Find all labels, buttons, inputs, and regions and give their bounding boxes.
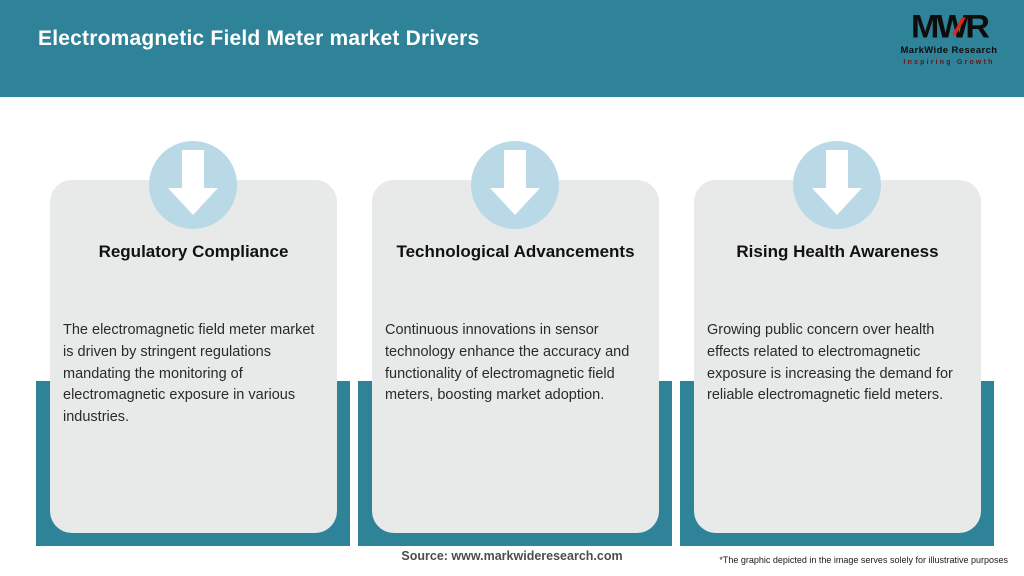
logo-monogram: MWR (911, 8, 990, 46)
driver-column-rising-health-awareness: Rising Health Awareness Growing public c… (680, 141, 994, 546)
card-description: Growing public concern over health effec… (707, 322, 953, 404)
down-arrow-icon (168, 150, 218, 215)
driver-card: Rising Health Awareness Growing public c… (694, 180, 981, 533)
down-arrow-icon (812, 150, 862, 215)
driver-column-regulatory-compliance: Regulatory Compliance The electromagneti… (36, 141, 350, 546)
icon-circle (471, 141, 559, 229)
card-title: Technological Advancements (396, 242, 635, 261)
icon-circle (793, 141, 881, 229)
source-text: Source: www.markwideresearch.com (401, 549, 623, 563)
logo-tagline: Inspiring Growth (903, 58, 995, 66)
disclaimer-text: *The graphic depicted in the image serve… (719, 555, 1008, 565)
markwide-research-logo: MWR MarkWide Research Inspiring Growth (894, 10, 1004, 66)
card-description: The electromagnetic field meter market i… (63, 322, 315, 425)
card-description: Continuous innovations in sensor technol… (385, 322, 630, 404)
header-banner: Electromagnetic Field Meter market Drive… (0, 0, 1024, 97)
icon-circle (149, 141, 237, 229)
driver-card: Technological Advancements Continuous in… (372, 180, 659, 533)
driver-column-technological-advancements: Technological Advancements Continuous in… (358, 141, 672, 546)
down-arrow-icon (490, 150, 540, 215)
card-title: Regulatory Compliance (98, 242, 289, 261)
page-title: Electromagnetic Field Meter market Drive… (38, 27, 480, 50)
card-title: Rising Health Awareness (736, 242, 939, 261)
logo-company-name: MarkWide Research (900, 45, 998, 56)
driver-card: Regulatory Compliance The electromagneti… (50, 180, 337, 533)
